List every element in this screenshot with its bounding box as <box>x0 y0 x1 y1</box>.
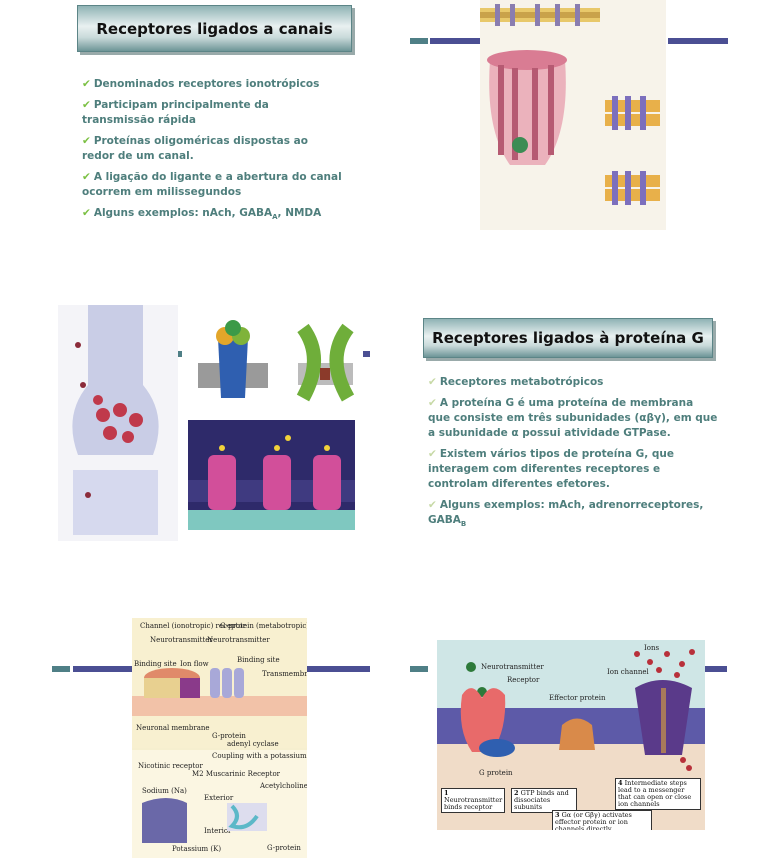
divider-bar <box>307 666 370 672</box>
divider-bar <box>178 351 182 357</box>
bullet-item: ✔Receptores metabotrópicos <box>428 376 604 388</box>
figure-label: Coupling with a potassium channel causin… <box>212 752 307 760</box>
bullet-list: ✔Denominados receptores ionotrópicos ✔Pa… <box>82 77 342 231</box>
check-icon: ✔ <box>82 171 91 183</box>
receptor-structure-figure <box>183 318 363 406</box>
figure-label: Exterior <box>204 794 234 802</box>
divider-bar <box>410 38 428 44</box>
figure-label: Ion channel <box>607 668 649 676</box>
check-icon: ✔ <box>82 135 91 147</box>
bullet-item: ✔Participam principalmente da transmissã… <box>82 99 269 126</box>
bullet-item: ✔Denominados receptores ionotrópicos <box>82 78 320 90</box>
figure-label: Ions <box>644 644 659 652</box>
figure-label: Channel (ionotropic) receptor <box>140 622 247 630</box>
gaba-receptor-figure <box>188 420 355 530</box>
figure-label: adenyl cyclase <box>227 740 279 748</box>
synapse-figure <box>58 305 178 541</box>
figure-label: M2 Muscarinic Receptor <box>192 770 281 778</box>
check-icon: ✔ <box>82 207 91 219</box>
figure-label: Interior <box>204 827 232 835</box>
bullet-item: ✔Alguns exemplos: nAch, GABAA, NMDA <box>82 207 322 222</box>
g-protein-mechanism-figure: Neurotransmitter Receptor G protein Effe… <box>437 640 705 830</box>
divider-bar <box>430 38 482 44</box>
figure-label: Ion flow <box>180 660 209 668</box>
bullet-item: ✔Proteínas oligoméricas dispostas ao red… <box>82 135 308 162</box>
divider-bar <box>52 666 70 672</box>
figure-label: Effector protein <box>549 694 606 702</box>
figure-label: Neuronal membrane <box>136 724 210 732</box>
figure-label: Sodium (Na) <box>142 787 187 795</box>
step-callout: 2 GTP binds and dissociates subunits <box>511 788 577 813</box>
figure-label: G-protein <box>267 844 301 852</box>
check-icon: ✔ <box>82 99 91 111</box>
figure-label: Binding site <box>134 660 177 668</box>
divider-bar <box>668 38 728 44</box>
divider-bar <box>362 351 370 357</box>
slide-title: Receptores ligados à proteína G <box>423 318 713 358</box>
slide-title: Receptores ligados a canais <box>77 5 352 52</box>
figure-label: Acetylcholine <box>259 782 307 790</box>
figure-label: Neurotransmitter <box>207 636 270 644</box>
step-callout: 3 Gα (or Gβγ) activates effector protein… <box>552 810 652 830</box>
step-callout: 4 Intermediate steps lead to a messenger… <box>615 778 701 810</box>
figure-label: Binding site <box>237 656 280 664</box>
figure-label: Transmembrane Segments <box>262 670 307 678</box>
figure-label: G-protein <box>212 732 246 740</box>
check-icon: ✔ <box>428 397 437 409</box>
figure-label: G protein <box>479 769 513 777</box>
figure-label: Receptor <box>507 676 540 684</box>
ion-channel-figure <box>480 0 666 230</box>
check-icon: ✔ <box>428 376 437 388</box>
divider-bar <box>410 666 428 672</box>
divider-bar <box>73 666 132 672</box>
figure-label: G-protein (metabotropic) receptor <box>220 622 307 630</box>
bullet-item: ✔Alguns exemplos: mAch, adrenorreceptore… <box>428 499 704 529</box>
figure-label: Potassium (K) <box>172 845 221 853</box>
figure-label: Neurotransmitter <box>150 636 213 644</box>
check-icon: ✔ <box>428 499 437 511</box>
check-icon: ✔ <box>82 78 91 90</box>
bullet-item: ✔A proteína G é uma proteína de membrana… <box>428 397 718 439</box>
figure-label: Neurotransmitter <box>481 663 544 671</box>
step-callout: 1 Neurotransmitter binds receptor <box>441 788 505 813</box>
check-icon: ✔ <box>428 448 437 460</box>
bullet-item: ✔Existem vários tipos de proteína G, que… <box>428 448 674 490</box>
bullet-item: ✔A ligação do ligante e a abertura do ca… <box>82 171 342 198</box>
bullet-list: ✔Receptores metabotrópicos ✔A proteína G… <box>428 375 718 538</box>
divider-bar <box>705 666 727 672</box>
receptor-types-figure: Channel (ionotropic) receptor G-protein … <box>132 618 307 858</box>
figure-label: Nicotinic receptor <box>138 762 204 770</box>
